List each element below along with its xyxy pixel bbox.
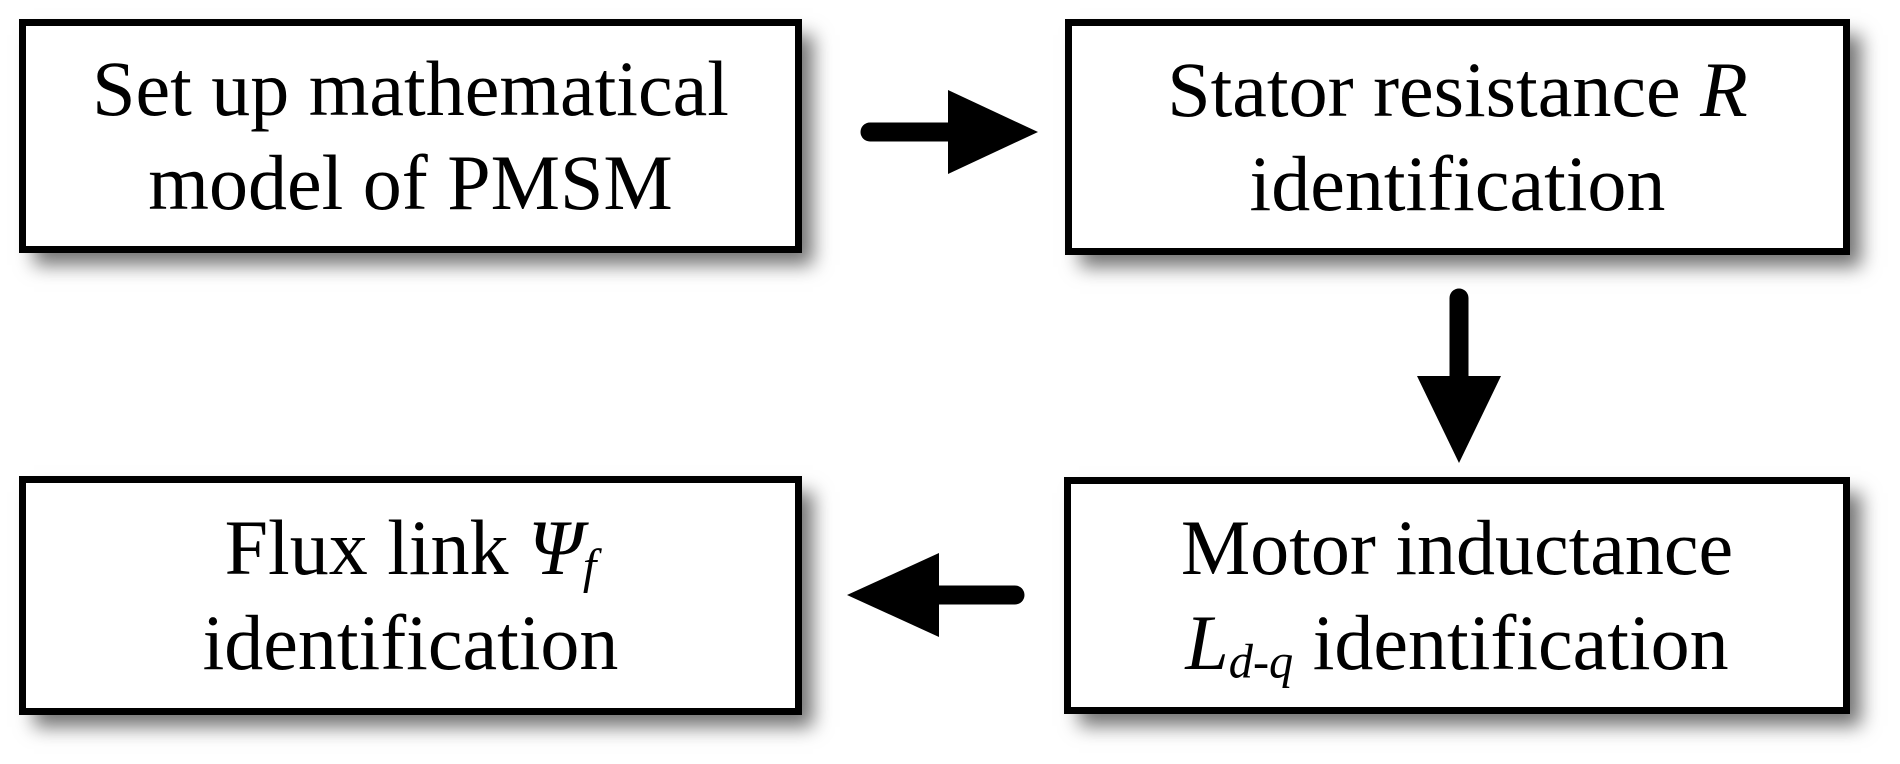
box-setup-model-text: Set up mathematical model of PMSM <box>92 42 729 231</box>
text-segment: Stator resistance <box>1167 45 1701 133</box>
text-line: Flux link Ψf <box>203 501 619 595</box>
text-line: model of PMSM <box>148 139 673 226</box>
math-var-R: R <box>1700 45 1748 133</box>
box-stator-resistance-text: Stator resistance R identification <box>1167 43 1747 232</box>
math-var-psi: Ψ <box>528 504 583 592</box>
box-motor-inductance-text: Motor inductance Ld-q identification <box>1181 501 1733 690</box>
box-setup-model: Set up mathematical model of PMSM <box>19 19 802 253</box>
arrow-left-icon <box>843 551 1029 639</box>
text-line: identification <box>1249 140 1666 227</box>
text-line: Ld-q identification <box>1181 596 1733 690</box>
text-line: Stator resistance R <box>1167 43 1747 137</box>
text-segment: Flux link <box>224 504 529 592</box>
box-stator-resistance: Stator resistance R identification <box>1065 19 1850 255</box>
text-line: Set up mathematical <box>92 44 729 132</box>
box-flux-link-text: Flux link Ψf identification <box>203 501 619 690</box>
box-motor-inductance: Motor inductance Ld-q identification <box>1064 477 1850 714</box>
math-sub-dq: d-q <box>1228 635 1294 689</box>
text-line: identification <box>202 598 619 686</box>
arrow-right-icon <box>850 88 1046 176</box>
math-var-L: L <box>1185 598 1229 686</box>
box-flux-link: Flux link Ψf identification <box>19 476 802 715</box>
math-sub-f: f <box>582 540 597 594</box>
text-segment: identification <box>1293 598 1729 686</box>
arrow-down-icon <box>1415 284 1503 466</box>
text-line: Motor inductance <box>1180 504 1734 592</box>
